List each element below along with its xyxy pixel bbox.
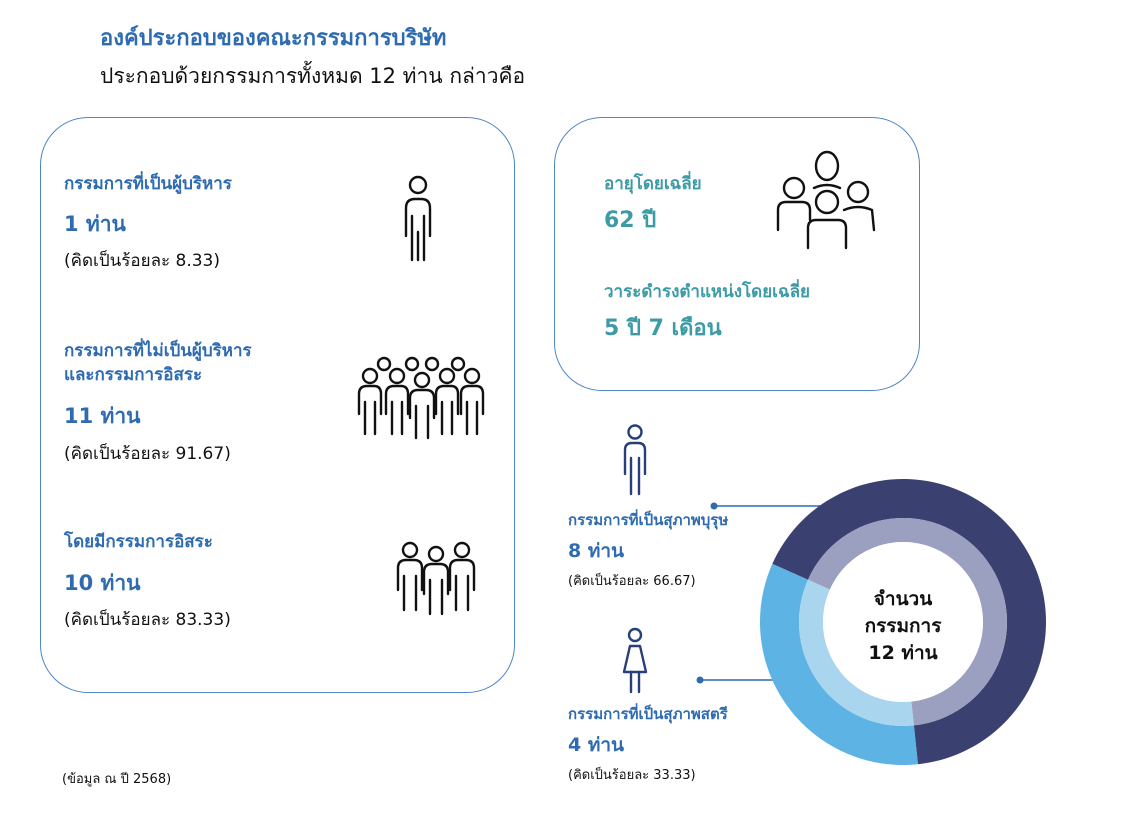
average-tenure-value: 5 ปี 7 เดือน [604, 316, 722, 341]
donut-center-line3: 12 ท่าน [868, 642, 938, 664]
male-percent: (คิดเป็นร้อยละ 66.67) [568, 574, 696, 589]
person-icon [404, 175, 432, 262]
donut-slice-female [760, 563, 918, 765]
non-executive-label-line1: กรรมการที่ไม่เป็นผู้บริหาร [64, 341, 252, 361]
crowd-icon [357, 356, 485, 440]
female-label: กรรมการที่เป็นสุภาพสตรี [568, 705, 728, 723]
independent-percent: (คิดเป็นร้อยละ 83.33) [64, 610, 231, 630]
non-executive-percent: (คิดเป็นร้อยละ 91.67) [64, 444, 231, 464]
donut-center-line1: จำนวน [873, 588, 933, 610]
executive-count: 1 ท่าน [64, 212, 126, 236]
family-group-icon [776, 150, 876, 250]
male-icon [623, 424, 647, 496]
donut-hole [823, 542, 983, 702]
donut-center-line2: กรรมการ [864, 615, 942, 637]
average-tenure-label: วาระดำรงตำแหน่งโดยเฉลี่ย [604, 282, 810, 302]
male-count: 8 ท่าน [568, 540, 625, 562]
page-subtitle: ประกอบด้วยกรรมการทั้งหมด 12 ท่าน กล่าวคื… [100, 64, 526, 88]
average-age-label: อายุโดยเฉลี่ย [604, 174, 702, 194]
gender-donut-chart [696, 479, 1046, 765]
executive-label: กรรมการที่เป็นผู้บริหาร [64, 174, 232, 194]
donut-center-label: จำนวน กรรมการ 12 ท่าน [843, 586, 963, 667]
leader-dot-male [710, 502, 718, 510]
donut-inner-ring [799, 518, 1007, 726]
male-label: กรรมการที่เป็นสุภาพบุรุษ [568, 511, 729, 529]
donut-outer-ring [760, 479, 1046, 765]
leader-dot-female [696, 676, 704, 684]
independent-label: โดยมีกรรมการอิสระ [64, 532, 213, 552]
female-percent: (คิดเป็นร้อยละ 33.33) [568, 768, 696, 783]
non-executive-count: 11 ท่าน [64, 404, 141, 428]
executive-percent: (คิดเป็นร้อยละ 8.33) [64, 251, 221, 271]
average-age-value: 62 ปี [604, 208, 657, 233]
non-executive-label-line2: และกรรมการอิสระ [64, 365, 203, 385]
page-title: องค์ประกอบของคณะกรรมการบริษัท [100, 26, 447, 51]
composition-panel [40, 117, 515, 693]
independent-count: 10 ท่าน [64, 571, 141, 595]
non-executive-label: กรรมการที่ไม่เป็นผู้บริหาร และกรรมการอิส… [64, 339, 252, 387]
female-icon [622, 627, 648, 694]
average-panel [554, 117, 920, 391]
female-count: 4 ท่าน [568, 734, 625, 756]
footnote: (ข้อมูล ณ ปี 2568) [62, 772, 172, 787]
group-icon [396, 541, 476, 616]
donut-inner-slice-female [799, 579, 914, 726]
leader-lines [696, 502, 822, 684]
